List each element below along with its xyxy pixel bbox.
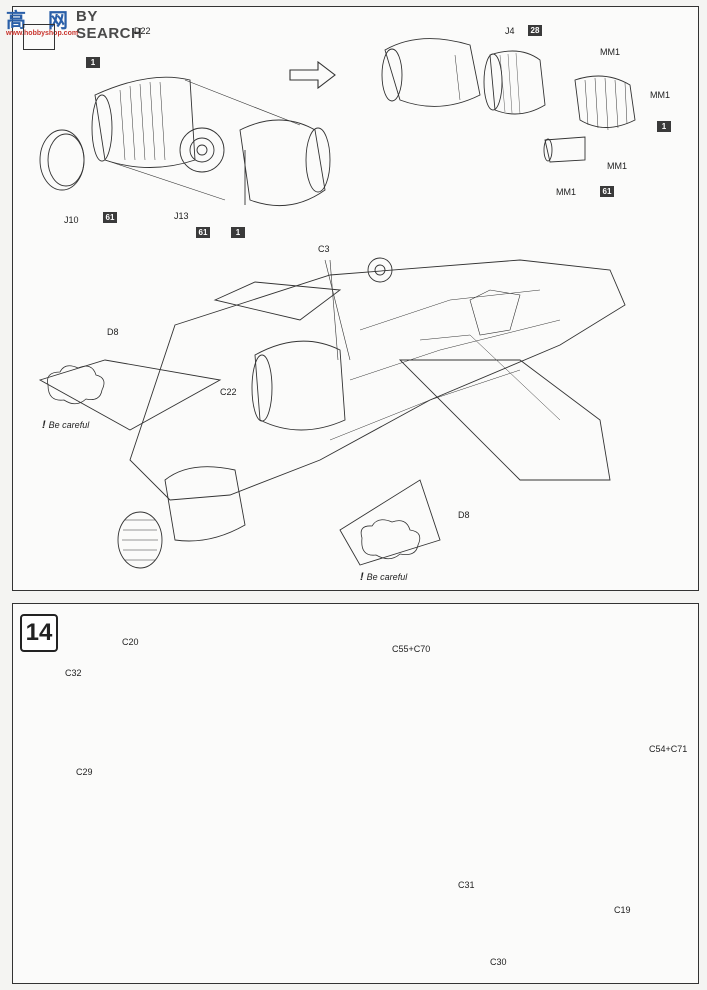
watermark-en-text: BY SEARCH bbox=[76, 8, 143, 42]
part-label-mm1: MM1 bbox=[650, 90, 670, 100]
part-label-c29: C29 bbox=[76, 767, 93, 777]
nozzle-j13 bbox=[179, 127, 225, 173]
watermark-url: www.hobbyshop.com bbox=[6, 30, 79, 37]
part-label-c54-c71: C54+C71 bbox=[649, 744, 688, 754]
ring-j10 bbox=[39, 129, 85, 191]
exhaust-ring-28 bbox=[489, 50, 546, 115]
part-label-c3: C3 bbox=[318, 244, 330, 254]
watermark-cn-text: 高 bbox=[6, 10, 27, 32]
paint-badge: 1 bbox=[657, 121, 671, 132]
part-label-c31: C31 bbox=[458, 880, 475, 890]
caution-note-left: !Be careful bbox=[42, 419, 89, 431]
panel-d8-bottom bbox=[339, 479, 441, 566]
part-label-c20: C20 bbox=[122, 637, 139, 647]
paint-badge: 61 bbox=[103, 212, 117, 223]
exhaust-j4 bbox=[384, 38, 481, 107]
part-label-j10: J10 bbox=[64, 215, 79, 225]
paint-badge: 61 bbox=[600, 186, 614, 197]
careful-cloud-bottom bbox=[360, 519, 421, 560]
caution-note-bottom: !Be careful bbox=[360, 571, 407, 583]
part-label-c19: C19 bbox=[614, 905, 631, 915]
paint-badge: 1 bbox=[231, 227, 245, 238]
watermark-cn-text-2: 网 bbox=[48, 10, 69, 32]
exhaust-nozzle-step13 bbox=[164, 466, 246, 542]
part-label-c55-c70: C55+C70 bbox=[392, 644, 431, 654]
watermark-logo: 高 网 BY SEARCH www.hobbyshop.com bbox=[6, 4, 156, 50]
wing-step13 bbox=[398, 359, 611, 481]
part-label-j4: J4 bbox=[505, 26, 515, 36]
outer-duct bbox=[239, 119, 326, 207]
part-label-j13: J13 bbox=[174, 211, 189, 221]
step-13-panel bbox=[12, 6, 699, 591]
part-label-c32: C32 bbox=[65, 668, 82, 678]
caution-mark: ! bbox=[42, 419, 46, 431]
direction-arrow bbox=[289, 60, 336, 90]
paint-badge: 28 bbox=[528, 25, 542, 36]
nose-wheel bbox=[367, 257, 393, 283]
part-label-c30: C30 bbox=[490, 957, 507, 967]
careful-cloud-left bbox=[47, 365, 105, 405]
fuselage-section-c22 bbox=[254, 340, 346, 431]
part-label-mm1: MM1 bbox=[607, 161, 627, 171]
paint-badge: 61 bbox=[196, 227, 210, 238]
caution-text: Be careful bbox=[48, 420, 90, 430]
part-label-c22: C22 bbox=[220, 387, 237, 397]
part-label-mm1: MM1 bbox=[600, 47, 620, 57]
caution-mark: ! bbox=[360, 571, 364, 583]
part-label-mm1: MM1 bbox=[556, 187, 576, 197]
step-number-box-13 bbox=[23, 24, 55, 50]
horizontal-stabilizer bbox=[213, 281, 342, 321]
part-label-d8: D8 bbox=[107, 327, 119, 337]
fuselage-step13 bbox=[129, 259, 626, 501]
paint-badge: 1 bbox=[86, 57, 100, 68]
nozzle-petals-mm1 bbox=[574, 75, 636, 128]
caution-text: Be careful bbox=[366, 572, 408, 582]
step-14-panel bbox=[12, 603, 699, 984]
step-number-14: 14 bbox=[20, 614, 58, 652]
part-label-d8: D8 bbox=[458, 510, 470, 520]
part-label-d22: D22 bbox=[134, 26, 151, 36]
petal-mm1 bbox=[544, 136, 586, 163]
